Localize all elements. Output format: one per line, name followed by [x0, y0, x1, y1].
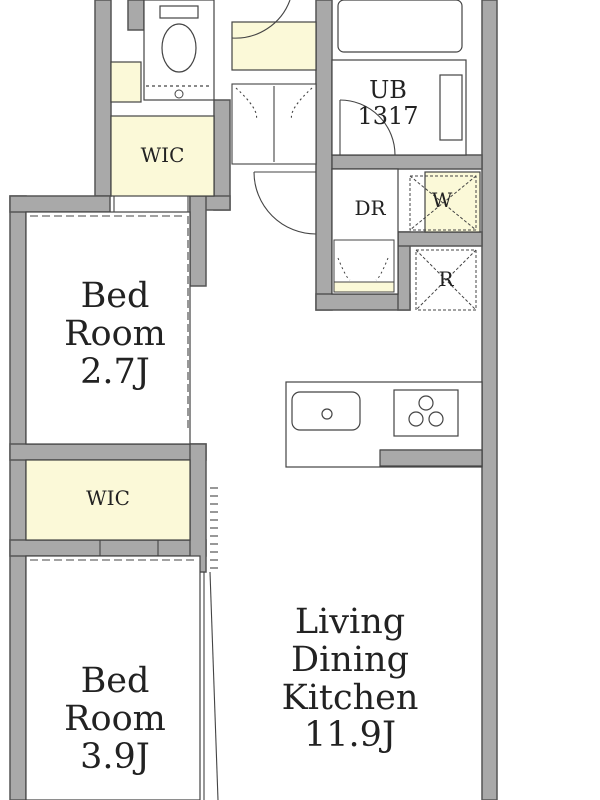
outer-left-wall [9, 195, 27, 800]
bath-line2: 1317 [357, 101, 419, 130]
toilet-fixture [146, 5, 212, 87]
bath-vanity [439, 74, 463, 141]
wic-bottom-area [25, 459, 191, 541]
bedroom-top-label: Bed Room 2.7J [40, 276, 190, 392]
ldk-label: Living Dining Kitchen 11.9J [260, 602, 440, 756]
ldk-line4: 11.9J [304, 715, 396, 756]
bathtub [337, 0, 463, 53]
ldk-line2: Dining [291, 639, 409, 680]
washer-label: W [431, 188, 453, 212]
closets [25, 21, 481, 541]
bath-bottom-wall [315, 293, 411, 311]
bedroom-bottom-line2: Room [64, 698, 166, 739]
floor-drain [174, 89, 184, 99]
bath-left-wall [315, 0, 333, 311]
fridge-label: R [438, 267, 454, 291]
bedroom-top-line3: 2.7J [80, 351, 150, 392]
wic-top-right-wall [213, 99, 231, 211]
ldk-line1: Living [294, 602, 406, 642]
bedroom2-floor [25, 555, 201, 800]
wic-top-label: WIC [140, 143, 185, 167]
wic2-bottom-wall [9, 539, 207, 557]
dr-shelf [333, 239, 395, 293]
bedroom1-floor [25, 211, 191, 445]
bedroom1-right-wall [189, 195, 207, 287]
bath-label: UB 1317 [340, 76, 436, 130]
kitchen-counter [285, 381, 483, 468]
outer-right-wall [481, 0, 498, 800]
bedroom-bottom-line3: 3.9J [80, 736, 150, 777]
bath-divider-wall [331, 154, 483, 170]
rooms [25, 0, 467, 800]
bedroom-bottom-label: Bed Room 3.9J [40, 661, 190, 777]
entrance-closet [231, 21, 317, 71]
dr-right-wall-top [397, 231, 483, 247]
wic-top-area [110, 115, 215, 197]
bath-line1: UB [369, 76, 407, 104]
top-left-corner-wall [9, 195, 111, 213]
bedroom-top-line1: Bed [80, 276, 150, 316]
ldk-line3: Kitchen [281, 677, 419, 718]
wic-bottom-label: WIC [86, 486, 130, 510]
sliding-partitions [30, 196, 219, 800]
toilet-left-wall [127, 0, 145, 31]
bedroom2-right-wall [189, 443, 207, 573]
bedroom-top-line2: Room [64, 313, 166, 354]
bedroom1-bottom-wall [9, 443, 207, 461]
dr-label: DR [354, 196, 386, 220]
stove [393, 389, 459, 437]
top-left-wall [94, 0, 112, 197]
bedroom-bottom-line1: Bed [80, 661, 150, 701]
toilet-side-cabinet [110, 61, 142, 103]
door-swings [231, 0, 396, 235]
washer-space [424, 171, 481, 233]
appliance-boxes [409, 175, 477, 311]
